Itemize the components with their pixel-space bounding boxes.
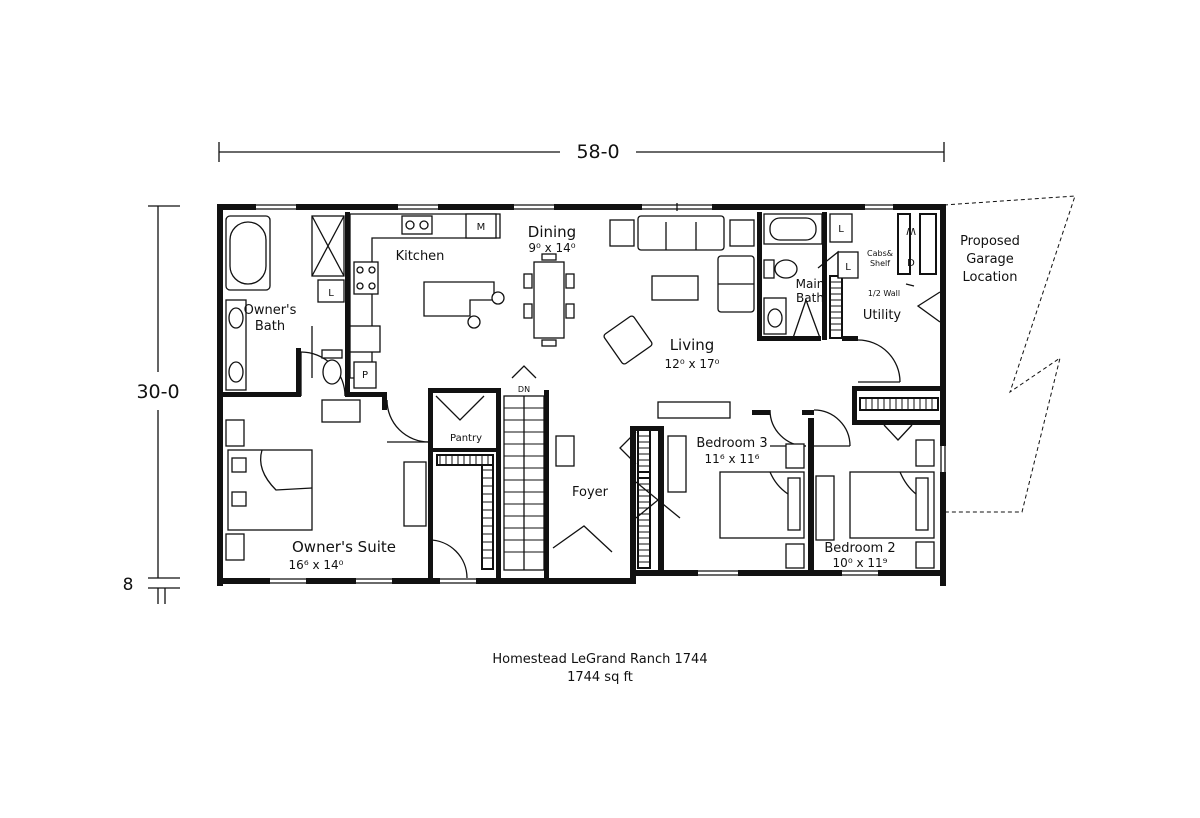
foyer-label: Foyer xyxy=(572,485,609,500)
garage-label-3: Location xyxy=(963,270,1018,285)
dining-size: 9⁰ x 14⁰ xyxy=(528,241,575,255)
dining-label: Dining xyxy=(528,223,576,241)
kitchen-label: Kitchen xyxy=(396,249,445,264)
width-dimension: 58-0 xyxy=(576,141,619,163)
bedroom2-size: 10⁰ x 11⁹ xyxy=(833,556,888,570)
dryer-label: D xyxy=(907,258,915,269)
pantry-cab-label: P xyxy=(362,370,368,381)
plan-title: Homestead LeGrand Ranch 1744 xyxy=(492,652,708,667)
dining-living-furniture xyxy=(523,215,755,419)
owners-suite-furniture xyxy=(225,399,427,561)
owners-suite-size: 16⁶ x 14⁰ xyxy=(289,558,344,572)
bedroom3-size: 11⁶ x 11⁶ xyxy=(705,452,760,466)
bedroom2-label: Bedroom 2 xyxy=(824,541,895,556)
stair-label: DN xyxy=(518,385,530,394)
cabs-shelf-label-2: Shelf xyxy=(870,259,890,268)
garage-label-2: Garage xyxy=(966,252,1014,267)
interior-walls xyxy=(217,212,946,578)
bedroom-furniture xyxy=(555,435,935,569)
owners-bath-fixtures xyxy=(225,215,345,391)
half-wall-label: 1/2 Wall xyxy=(868,289,900,298)
living-size: 12⁰ x 17⁰ xyxy=(665,357,720,371)
main-bath-label-1: Main xyxy=(796,277,825,291)
garage-outline xyxy=(943,195,1076,513)
garage-label: Proposed Garage Location xyxy=(960,234,1020,285)
utility-label: Utility xyxy=(863,308,902,323)
plan-caption: Homestead LeGrand Ranch 1744 1744 sq ft xyxy=(0,651,1200,687)
owners-bath-label-1: Owner's xyxy=(244,303,297,318)
closet-shelving xyxy=(436,213,939,570)
dimension-lines xyxy=(148,142,945,604)
offset-dimension: 8 xyxy=(123,575,134,595)
garage-label-1: Proposed xyxy=(960,234,1020,249)
microwave-label: M xyxy=(477,222,486,233)
owners-linen-label: L xyxy=(328,288,334,299)
main-bath-label-2: Bath xyxy=(796,291,824,305)
plan-area: 1744 sq ft xyxy=(567,670,633,685)
kitchen-fixtures xyxy=(349,213,505,389)
owners-bath-label-2: Bath xyxy=(255,319,285,334)
room-labels: Dining 9⁰ x 14⁰ Kitchen Living 12⁰ x 17⁰… xyxy=(244,223,902,572)
main-linen-label-1: L xyxy=(838,224,844,235)
main-linen-label-2: L xyxy=(845,262,851,273)
main-bath-utility-fixtures xyxy=(763,213,859,335)
depth-dimension: 30-0 xyxy=(136,381,179,403)
half-wall-leader xyxy=(905,283,915,287)
owners-suite-label: Owner's Suite xyxy=(292,538,396,556)
pantry-label: Pantry xyxy=(450,433,482,444)
washer-label: W xyxy=(906,225,916,236)
cabs-shelf-label-1: Cabs& xyxy=(867,249,893,258)
stairs xyxy=(503,365,545,571)
living-label: Living xyxy=(670,336,715,354)
bedroom3-label: Bedroom 3 xyxy=(696,436,767,451)
windows xyxy=(256,203,947,585)
